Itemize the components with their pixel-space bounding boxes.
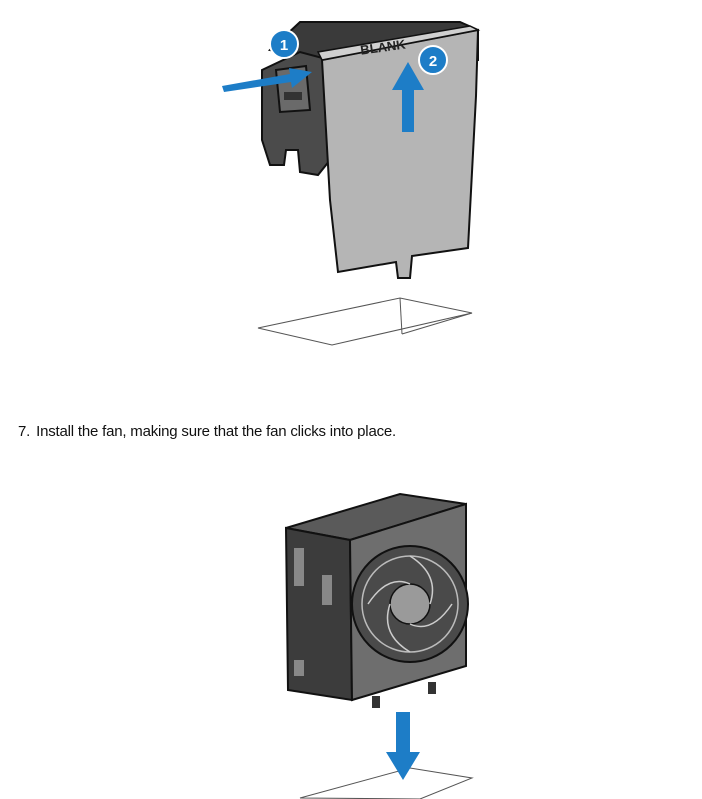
lift-blank-arrow bbox=[392, 62, 424, 132]
callout-1-badge: 1 bbox=[269, 29, 299, 59]
fan-bay-outline bbox=[257, 297, 473, 346]
fan-module bbox=[284, 492, 469, 708]
callout-2-badge: 2 bbox=[418, 45, 448, 75]
step-number: 7. bbox=[18, 423, 31, 440]
install-fan-illustration bbox=[284, 492, 474, 799]
fan-blank: BLANK bbox=[261, 21, 481, 279]
step-7-instruction: 7. Install the fan, making sure that the … bbox=[18, 423, 396, 440]
svg-text:2: 2 bbox=[429, 53, 437, 70]
step-text: Install the fan, making sure that the fa… bbox=[36, 423, 396, 440]
fan-bay-edge bbox=[401, 312, 473, 335]
remove-fan-blank-illustration: BLANK 1 2 bbox=[222, 21, 481, 346]
insert-fan-arrow bbox=[386, 712, 420, 780]
blank-label: BLANK bbox=[359, 36, 407, 57]
svg-text:1: 1 bbox=[280, 37, 288, 54]
fan-bay-outline bbox=[299, 767, 474, 799]
push-latch-arrow bbox=[222, 68, 312, 92]
fan-bay-edge bbox=[399, 297, 403, 335]
